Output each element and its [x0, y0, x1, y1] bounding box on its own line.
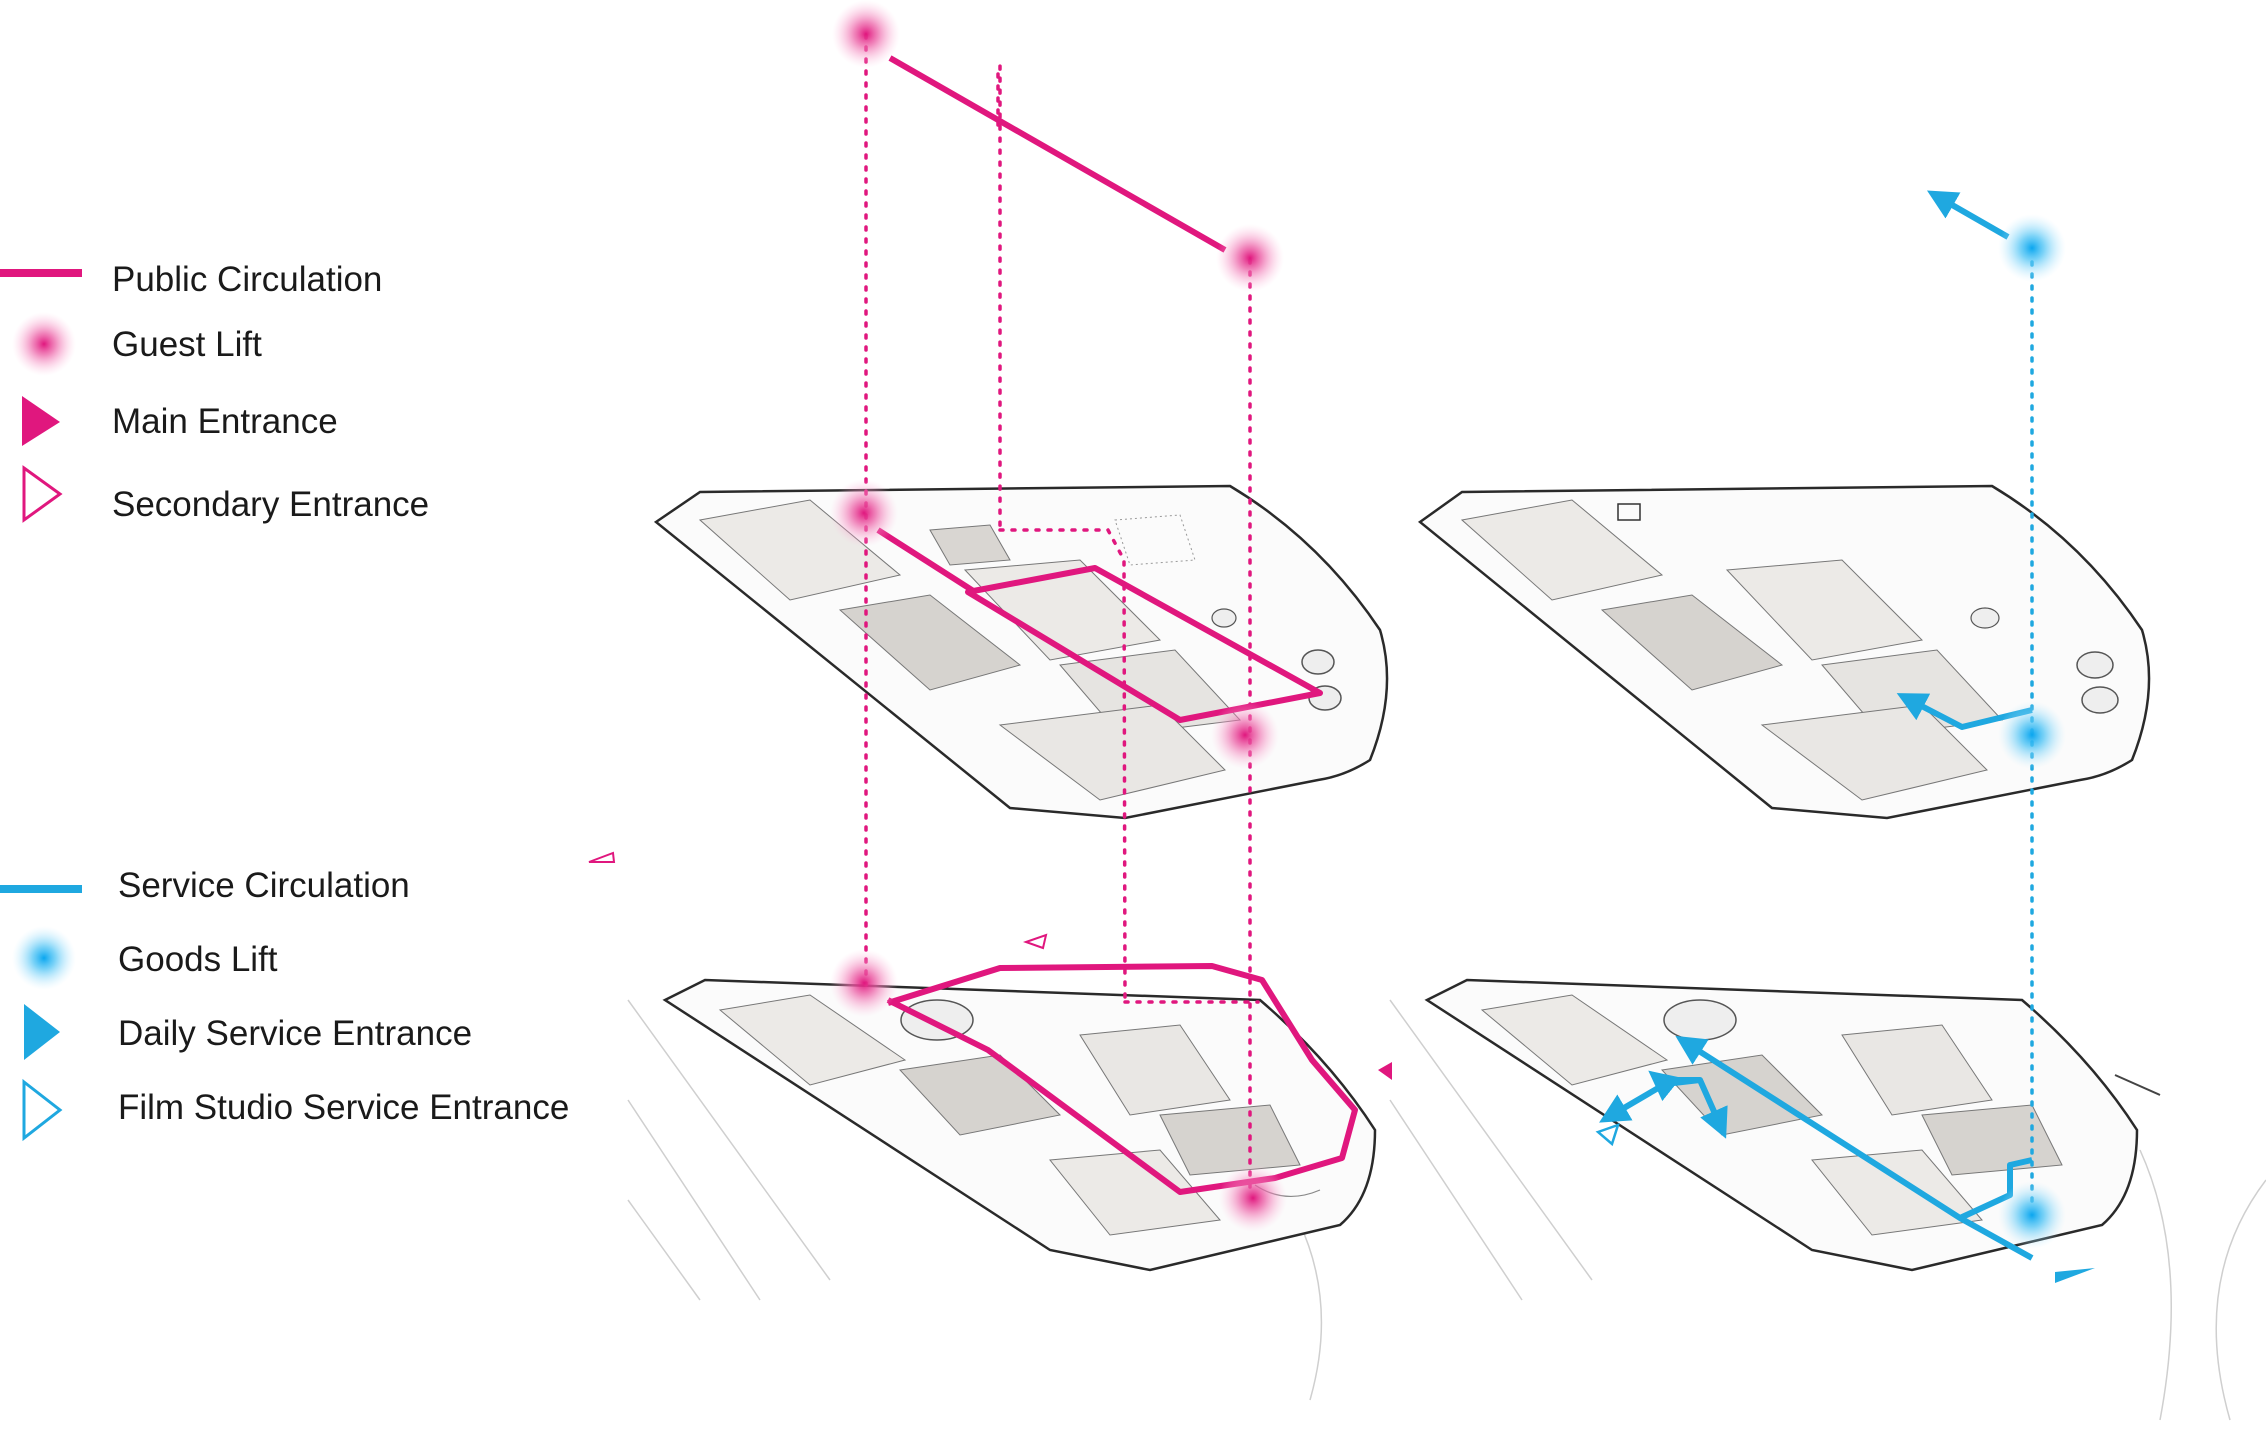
right-lower-plan-site-lines	[1389, 999, 2266, 1421]
guest-lift-upper-2	[1211, 701, 1279, 769]
guest-lifts	[830, 0, 1287, 1232]
public-circulation-upper-link	[876, 527, 977, 595]
legend-guest-lift-label: Guest Lift	[112, 325, 262, 364]
right-upper-floor-plan	[1417, 484, 2151, 820]
right-upper-plan-block-a	[1460, 499, 1664, 601]
left-lower-plan-round-room	[900, 999, 974, 1041]
left-lower-plan-block-a	[718, 994, 907, 1086]
secondary-entrance-marker-1	[588, 851, 616, 863]
guest-lift-upper-1	[830, 479, 898, 547]
service-circulation-top	[1926, 190, 2010, 240]
service-circulation-to-lift	[1958, 1157, 2033, 1221]
guest-lift-top-2	[1216, 224, 1284, 292]
right-lower-plan-block-e	[1811, 1149, 1983, 1236]
service-circulation-paths	[1599, 190, 2034, 1261]
right-secondary-gate	[2114, 1074, 2161, 1096]
legend-film-entrance-label: Film Studio Service Entrance	[118, 1088, 570, 1127]
goods-lift-upper	[1998, 701, 2066, 769]
legend-daily-entrance-label: Daily Service Entrance	[118, 1014, 473, 1053]
right-upper-plan-round-room-2	[2081, 686, 2119, 714]
right-lower-plan-round-room	[1663, 999, 1737, 1041]
legend-public-symbols	[0, 269, 82, 523]
left-upper-plan-round-room-1	[1301, 649, 1335, 675]
left-upper-floor-plan	[653, 484, 1389, 820]
public-circulation-lower-loop	[886, 963, 1358, 1195]
left-upper-plan-block-b	[838, 594, 1022, 691]
right-upper-plan-round-room-1	[2076, 651, 2114, 679]
guest-lift-top-1	[832, 0, 900, 68]
right-lower-floor-plan	[1389, 978, 2266, 1421]
goods-lifts	[1998, 214, 2066, 1249]
legend-secondary-entrance-label: Secondary Entrance	[112, 485, 430, 524]
legend-main-entrance-label: Main Entrance	[112, 402, 338, 441]
legend-secondary-entrance-icon	[22, 465, 63, 523]
legend-main-entrance-icon	[22, 396, 60, 446]
left-upper-plan-block-f	[929, 524, 1011, 566]
right-lower-plan-block-a	[1480, 994, 1669, 1086]
service-circulation-branch-up	[1648, 1070, 1682, 1102]
legend-goods-lift-label: Goods Lift	[118, 940, 278, 979]
main-entrance-marker	[1378, 1062, 1392, 1080]
right-lower-plan-block-c	[1841, 1024, 1993, 1116]
left-lower-plan-site-lines	[627, 999, 1323, 1401]
goods-lift-lower	[1998, 1181, 2066, 1249]
film-studio-service-entrance-marker	[1595, 1122, 1620, 1147]
right-stack-service	[1389, 190, 2266, 1421]
legend-service-symbols	[0, 885, 82, 1142]
secondary-entrance-marker-2	[1022, 933, 1048, 950]
right-upper-plan-block-b	[1600, 594, 1784, 691]
left-lower-floor-plan	[627, 978, 1377, 1401]
atrium-void-line-top	[996, 61, 1002, 530]
guest-lift-lower-2	[1219, 1164, 1287, 1232]
left-lower-plan-block-d	[1159, 1104, 1301, 1176]
daily-service-entrance-marker	[2055, 1268, 2095, 1283]
left-stack-public	[588, 0, 1392, 1401]
public-circulation-top	[888, 55, 1227, 253]
public-circulation-upper-loop	[965, 565, 1323, 723]
left-lower-plan-block-c	[1079, 1024, 1231, 1116]
right-lower-plan-block-d	[1921, 1104, 2063, 1176]
legend-daily-entrance-icon	[24, 1004, 60, 1060]
legend-service-circulation-label: Service Circulation	[118, 866, 410, 905]
right-upper-plan-lift-box	[1617, 503, 1641, 521]
left-upper-plan-round-room-3	[1211, 608, 1237, 628]
legend-film-entrance-icon	[22, 1078, 63, 1142]
right-upper-plan-block-c	[1725, 559, 1924, 661]
goods-lift-top	[1998, 214, 2066, 282]
legend-public-circulation-label: Public Circulation	[112, 260, 383, 299]
left-upper-plan-block-e	[998, 704, 1226, 801]
legend-guest-lift-icon	[12, 312, 76, 376]
right-upper-plan-round-room-3	[1970, 607, 2000, 629]
left-upper-plan-block-a	[698, 499, 902, 601]
public-circulation-paths	[876, 55, 1358, 1195]
right-upper-plan-block-e	[1760, 704, 1988, 801]
guest-lift-lower-1	[830, 949, 898, 1017]
atrium-void-line-upper	[998, 528, 1127, 1004]
legend-goods-lift-icon	[12, 926, 76, 990]
